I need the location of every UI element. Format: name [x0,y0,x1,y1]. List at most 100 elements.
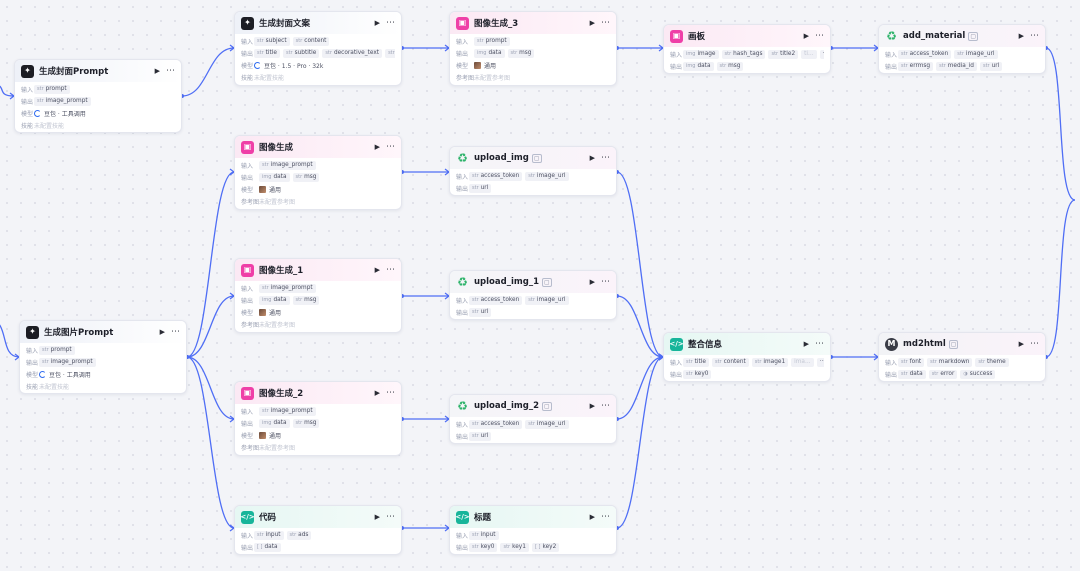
connection-edge[interactable] [186,356,235,420]
connection-edge[interactable] [1045,199,1076,358]
more-icon[interactable]: ⋯ [386,388,395,398]
label-out: 输出 [241,297,254,305]
run-icon[interactable]: ▶ [374,19,380,27]
run-icon[interactable]: ▶ [589,19,595,27]
more-icon[interactable]: ⋯ [386,18,395,28]
model-selector[interactable]: 通用 [259,431,281,440]
node-title: 图像生成 [259,143,294,153]
node-title: upload_img_1 [474,277,539,287]
label-model: 模型 [241,62,254,70]
more-icon[interactable]: ⋯ [1030,31,1039,41]
run-icon[interactable]: ▶ [1018,340,1024,348]
more-icon[interactable]: ⋯ [815,339,824,349]
connection-edge[interactable] [616,356,664,529]
more-icon[interactable]: ⋯ [601,153,610,163]
connection-edge[interactable] [186,295,235,358]
model-selector[interactable]: 通用 [259,308,281,317]
connection-edge[interactable] [181,47,235,97]
connection-edge[interactable] [186,356,235,529]
image-generate-icon: ▣ [241,386,254,400]
model-selector[interactable]: 豆包 · 工具调用 [34,109,86,118]
label-in: 输入 [670,359,683,367]
more-icon[interactable]: ⋯ [386,142,395,152]
label-out: 输出 [670,371,683,379]
model-thumbnail [259,431,266,439]
connection-edge[interactable] [616,295,664,358]
model-selector[interactable]: 豆包 · 1.5 · Pro · 32k [254,61,323,70]
run-icon[interactable]: ▶ [589,402,595,410]
run-icon[interactable]: ▶ [589,154,595,162]
run-icon[interactable]: ▶ [374,389,380,397]
more-icon[interactable]: ⋯ [601,512,610,522]
label-in: 输入 [241,38,254,46]
model-thumbnail [259,308,266,316]
more-icon[interactable]: ⋯ [386,265,395,275]
connection-edge[interactable] [0,320,20,358]
run-icon[interactable]: ▶ [589,513,595,521]
label-in: 输入 [241,532,254,540]
more-icon[interactable]: ⋯ [171,327,180,337]
more-icon[interactable]: ⋯ [386,512,395,522]
run-icon[interactable]: ▶ [374,143,380,151]
label-out: 输出 [241,174,254,182]
more-icon[interactable]: ⋯ [815,31,824,41]
node-title: 生成封面Prompt [39,67,109,77]
node-title: upload_img_2 [474,401,539,411]
run-icon[interactable]: ▶ [589,278,595,286]
run-icon[interactable]: ▶ [803,32,809,40]
connection-edge[interactable] [616,356,664,420]
connection-edge[interactable] [186,171,235,358]
more-icon[interactable]: ⋯ [601,401,610,411]
more-icon[interactable]: ⋯ [601,18,610,28]
label-model: 模型 [21,110,34,118]
connection-edge[interactable] [0,84,15,97]
model-selector[interactable]: 通用 [259,185,281,194]
connection-edge[interactable] [1045,47,1076,201]
run-icon[interactable]: ▶ [803,340,809,348]
more-icon[interactable]: ⋯ [166,66,175,76]
image-generate-icon: ▣ [241,263,254,277]
more-icon[interactable]: ⋯ [1030,339,1039,349]
label-ref: 参考图 [241,444,260,452]
run-icon[interactable]: ▶ [1018,32,1024,40]
more-params-button[interactable]: ··· [816,357,824,367]
more-icon[interactable]: ⋯ [601,277,610,287]
connection-edge[interactable] [616,171,664,358]
run-icon[interactable]: ▶ [374,513,380,521]
more-params-button[interactable]: ··· [819,49,824,59]
run-icon[interactable]: ▶ [154,67,160,75]
doubao-icon [254,61,261,69]
node-title: 图像生成_3 [474,19,519,29]
run-icon[interactable]: ▶ [374,266,380,274]
label-in: 输入 [456,421,469,429]
model-selector[interactable]: 豆包 · 工具调用 [39,370,91,379]
md2html-icon: M [885,337,898,351]
model-selector[interactable]: 通用 [474,61,496,70]
llm-logo-icon: ✦ [26,325,39,339]
run-icon[interactable]: ▶ [159,328,165,336]
label-in: 输入 [241,162,254,170]
